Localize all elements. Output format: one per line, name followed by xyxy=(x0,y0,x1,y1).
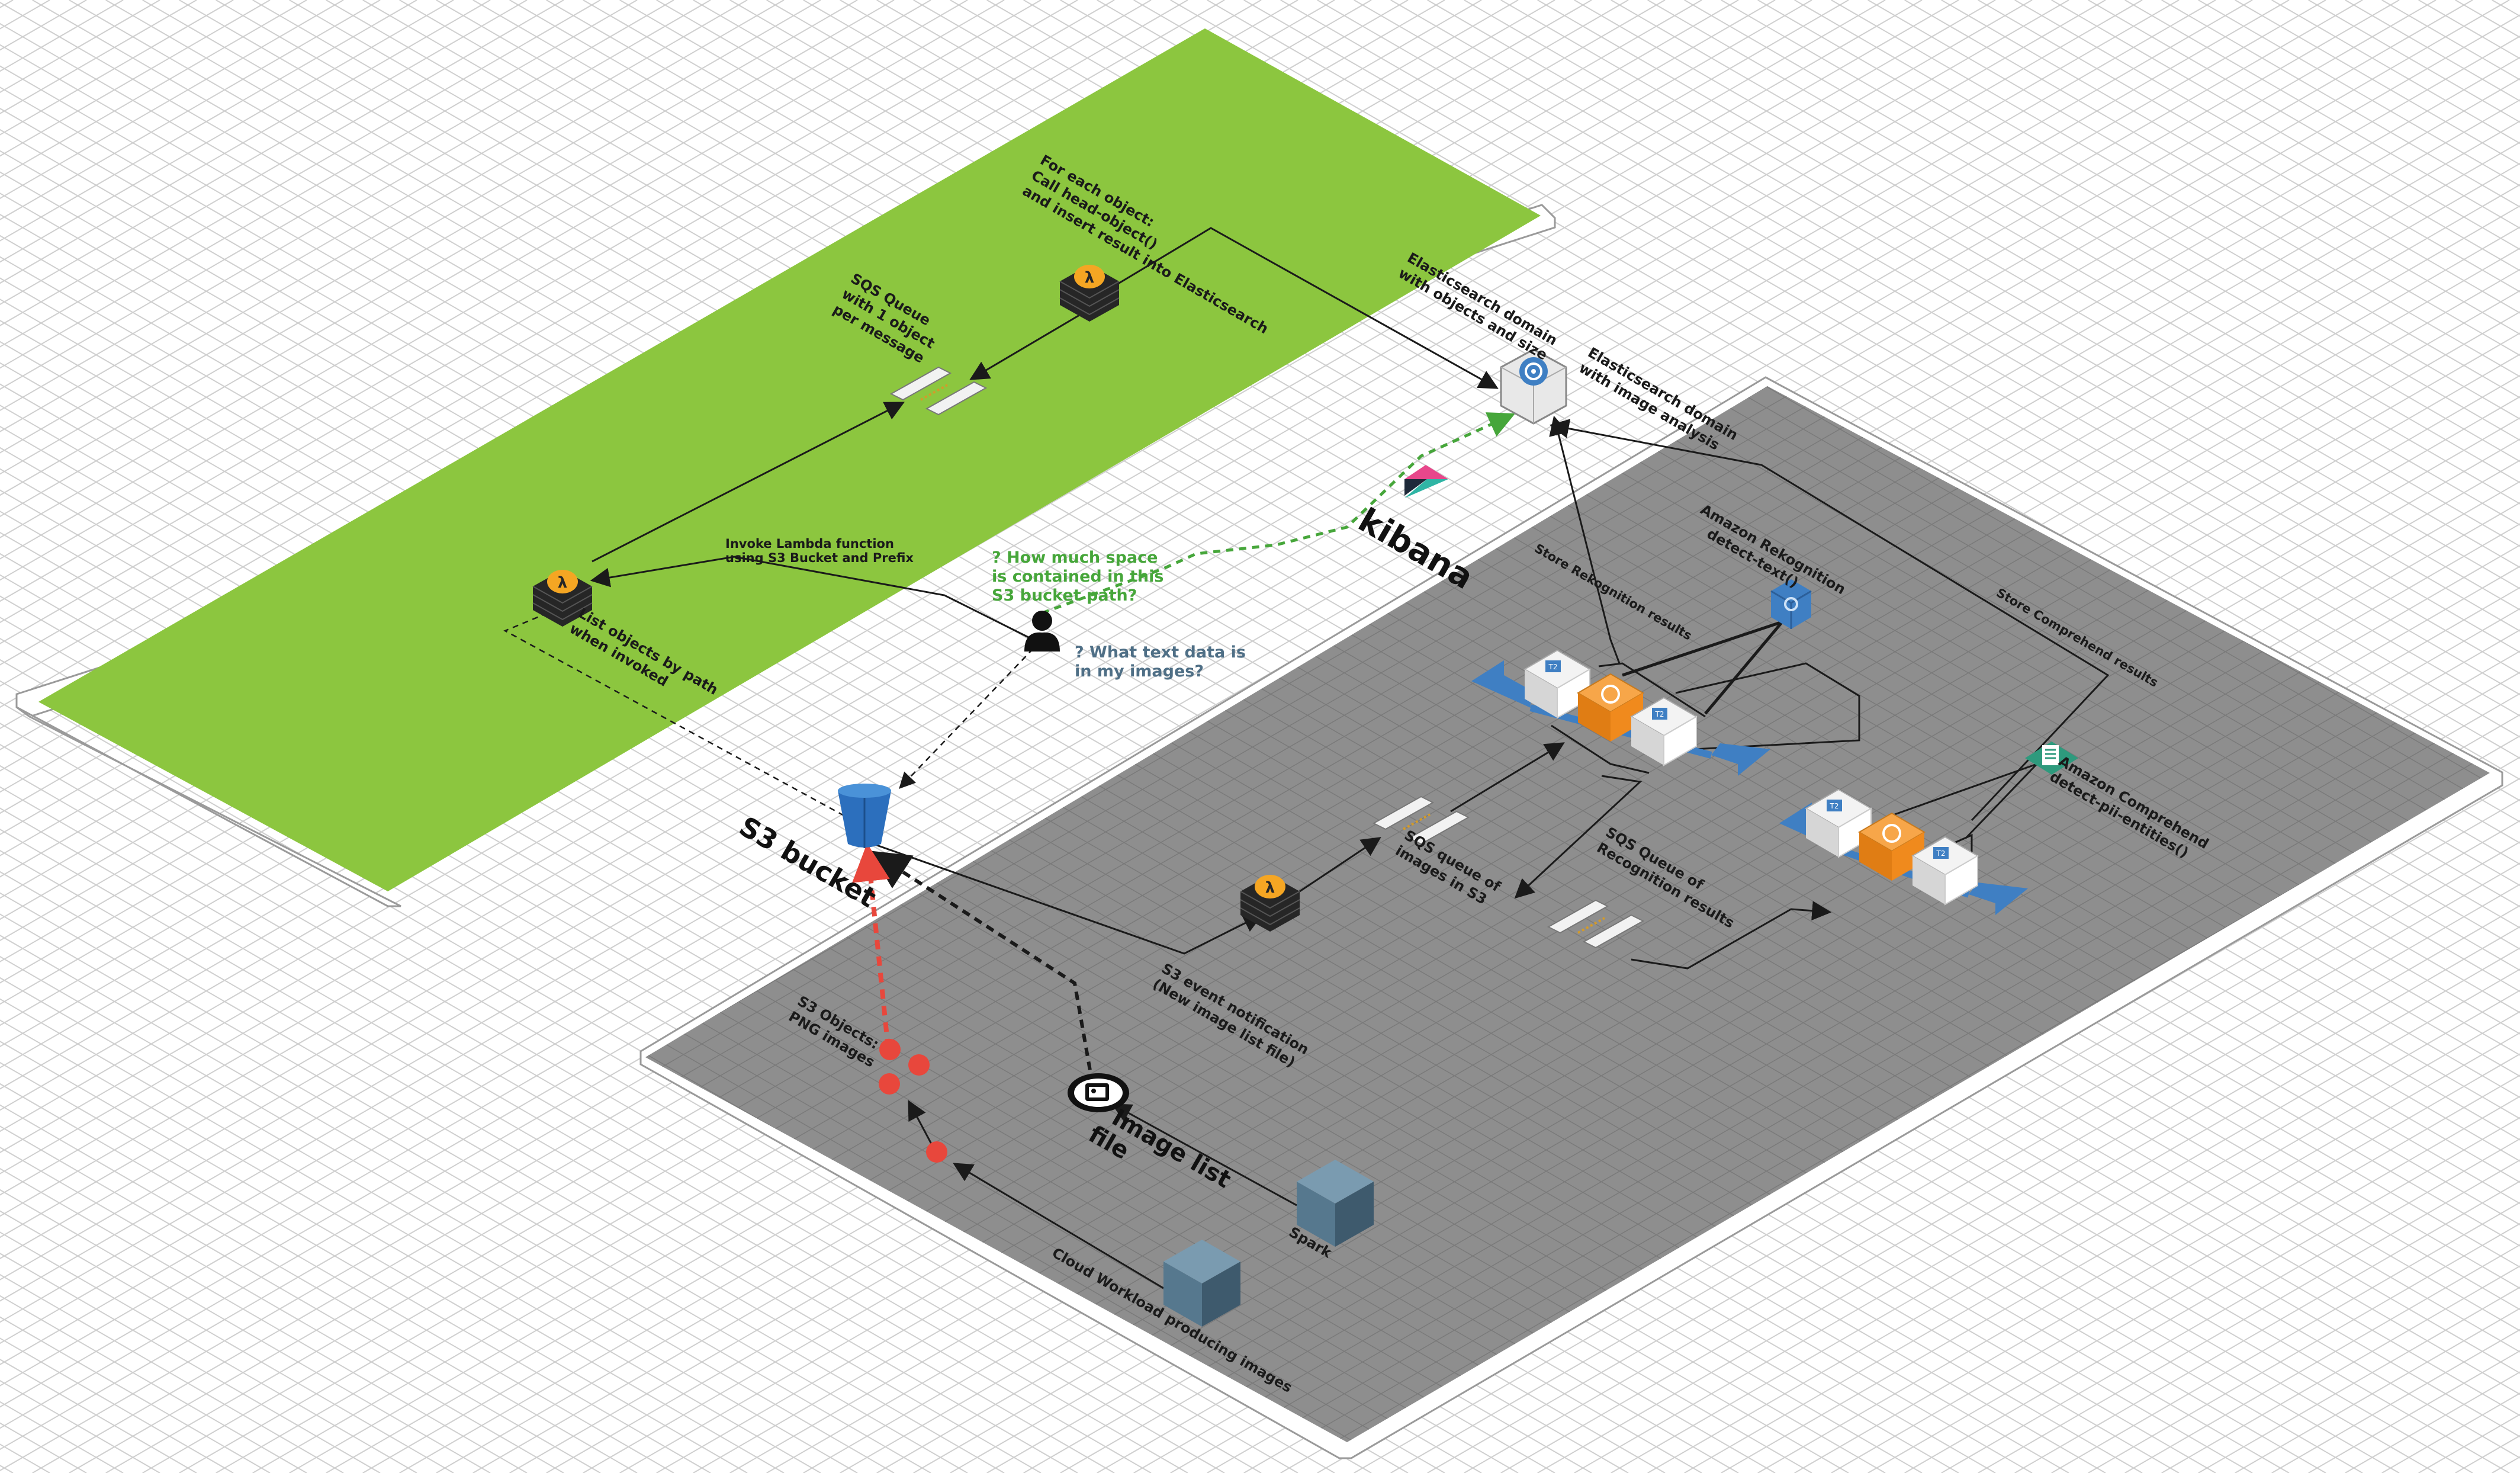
label-line: using S3 Bucket and Prefix xyxy=(725,551,914,565)
auto-scaling-group-icon[interactable]: T2 T2 xyxy=(1779,788,2028,915)
s3-objects-group xyxy=(879,1039,947,1163)
label-line: S3 bucket path? xyxy=(992,586,1137,605)
gray-plane xyxy=(645,386,2490,1442)
image-file-icon[interactable] xyxy=(1068,1073,1129,1112)
connectors xyxy=(503,227,2110,1289)
sqs-queue-icon[interactable] xyxy=(1547,899,1645,949)
comprehend-icon[interactable] xyxy=(2025,742,2078,775)
label-line: is contained in this xyxy=(992,567,1163,586)
svg-text:λ: λ xyxy=(1085,269,1094,287)
label-line: in my images? xyxy=(1075,662,1204,681)
rekognition-icon[interactable] xyxy=(1770,579,1812,629)
label-line: with objects and size xyxy=(1396,265,1550,364)
kibana-query-path xyxy=(1042,412,1516,615)
ec2-instance-icon[interactable] xyxy=(1163,1240,1240,1327)
label-question-text: ? What text data is in my images? xyxy=(1075,643,1246,681)
sqs-queue-icon[interactable] xyxy=(1372,795,1470,845)
sqs-queue-icon[interactable] xyxy=(889,366,988,416)
user-icon xyxy=(1024,611,1060,652)
t2-label: T2 xyxy=(1830,802,1839,810)
svg-text:λ: λ xyxy=(558,574,567,592)
label-invoke-lambda: Invoke Lambda function using S3 Bucket a… xyxy=(725,537,914,565)
s3-object-dot xyxy=(926,1141,947,1163)
s3-object-dot xyxy=(879,1039,901,1060)
ec2-instance-icon[interactable] xyxy=(1297,1160,1374,1247)
lambda-icon[interactable]: λ xyxy=(1240,875,1300,932)
t2-label: T2 xyxy=(1655,710,1664,718)
elasticsearch-icon[interactable] xyxy=(1500,348,1567,425)
kibana-logo-icon xyxy=(1404,465,1448,498)
lambda-icon[interactable]: λ xyxy=(1059,265,1120,322)
label-line: Invoke Lambda function xyxy=(725,537,894,551)
s3-objects-upload-arrow xyxy=(852,843,891,1049)
s3-bucket-icon[interactable] xyxy=(838,784,891,848)
label-line: ? How much space xyxy=(992,548,1158,567)
label-line: ? What text data is xyxy=(1075,643,1246,662)
svg-text:λ: λ xyxy=(1265,879,1275,897)
lambda-icon[interactable]: λ xyxy=(532,570,593,627)
t2-label: T2 xyxy=(1936,849,1946,858)
green-plane-frame-bottom xyxy=(16,706,401,907)
s3-object-dot xyxy=(908,1054,930,1076)
s3-object-dot xyxy=(879,1073,900,1095)
auto-scaling-group-icon[interactable]: T2 T2 xyxy=(1471,649,1770,776)
t2-label: T2 xyxy=(1548,663,1558,671)
label-question-space: ? How much space is contained in this S3… xyxy=(992,548,1163,605)
